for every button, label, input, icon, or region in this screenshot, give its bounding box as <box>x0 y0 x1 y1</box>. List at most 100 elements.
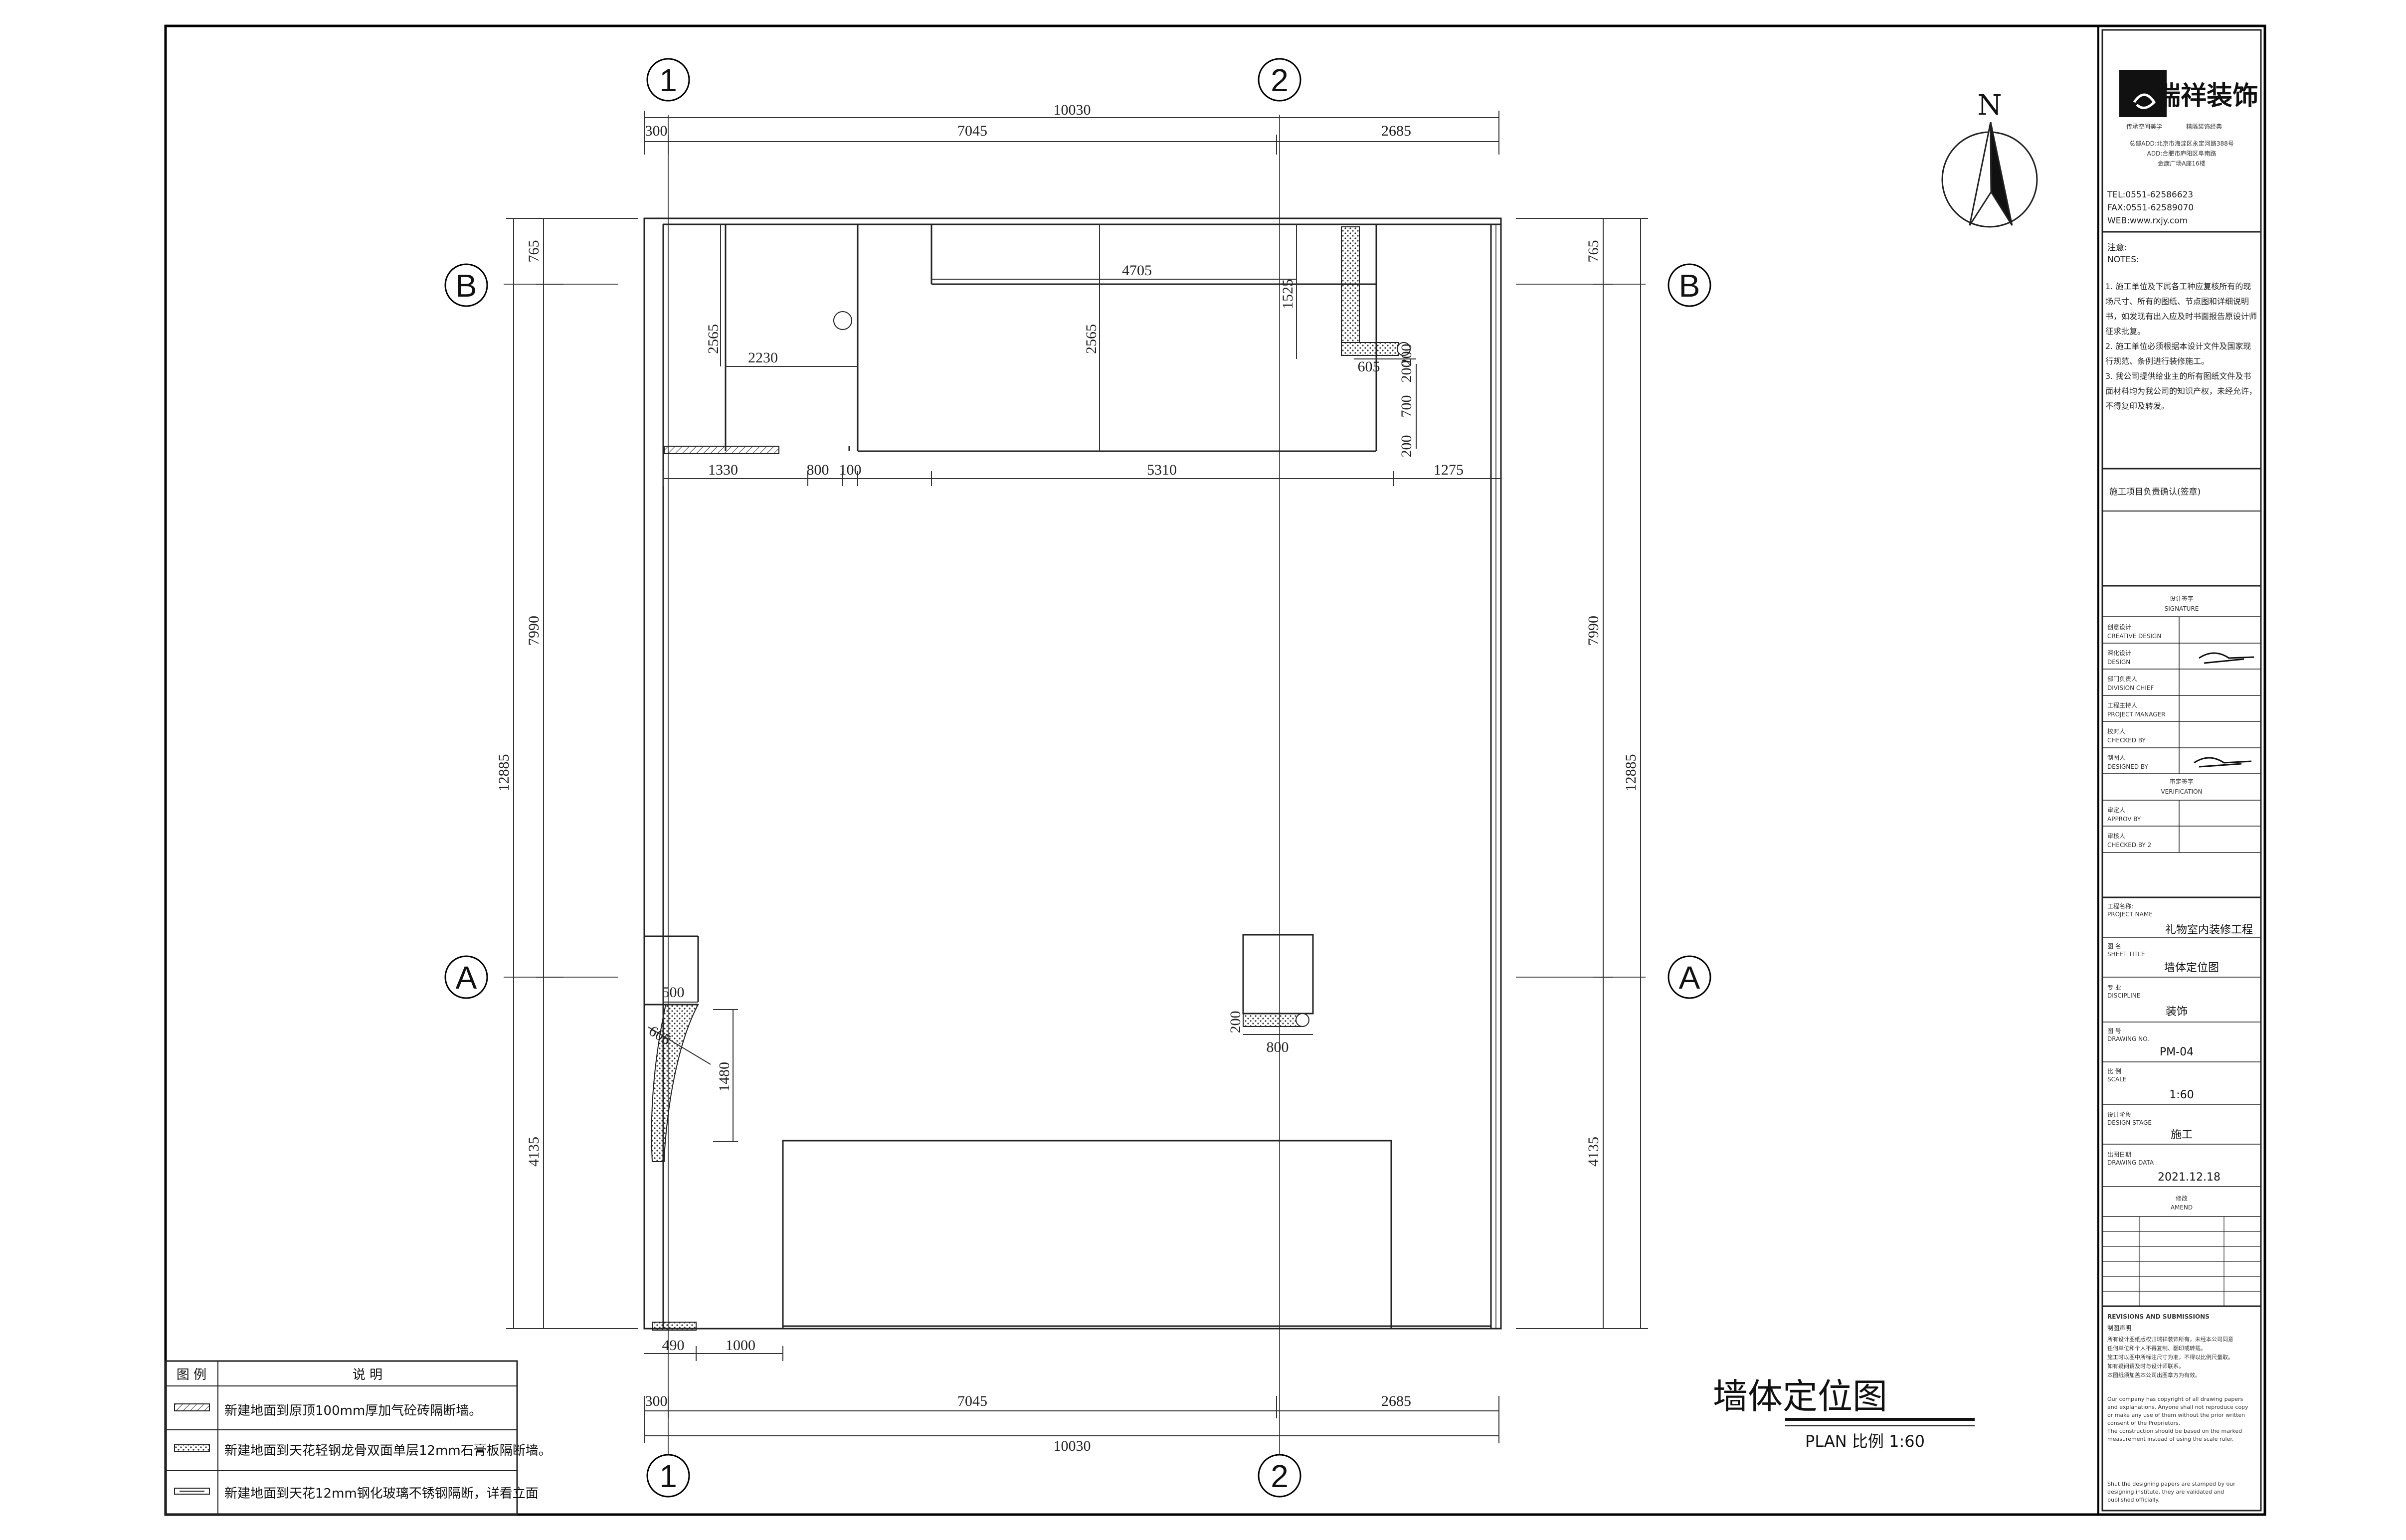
disc-en: DISCIPLINE <box>2107 992 2140 999</box>
dim-in-800: 800 <box>807 462 829 478</box>
r8-en: CHECKED BY 2 <box>2107 842 2151 849</box>
drawing-title-main: 墙体定位图 <box>1713 1376 1887 1417</box>
dim-in-100: 100 <box>839 462 862 478</box>
leader-line <box>648 1027 711 1065</box>
dim-in-800b: 800 <box>1267 1039 1289 1055</box>
sig-en: SIGNATURE <box>2165 605 2199 612</box>
confirm-label: 施工项目负责确认(签章) <box>2109 487 2201 497</box>
bottom-counter <box>782 1140 1491 1329</box>
signature-table <box>2102 616 2261 853</box>
dim-in-5310: 5310 <box>1147 462 1177 478</box>
ver-en: VERIFICATION <box>2161 788 2202 795</box>
dim-in-500: 500 <box>662 984 685 1001</box>
r7-en: APPROV BY <box>2107 816 2141 823</box>
scale-en: SCALE <box>2107 1076 2126 1083</box>
axis-grid <box>504 115 1646 1466</box>
dwg-val: PM-04 <box>2160 1046 2194 1058</box>
logo-sub2: 精雕装饰经典 <box>2186 123 2222 130</box>
top-rooms <box>725 224 1377 452</box>
logo-swirl-icon <box>2133 93 2156 109</box>
gypsum-wall-top-right <box>1341 226 1411 356</box>
dim-left-4135: 4135 <box>526 1137 542 1167</box>
axis-label: 2 <box>1271 62 1289 98</box>
note-3: 3. 我公司提供给业主的所有图纸文件及书面材料均为我公司的知识产权，未经允许，不… <box>2105 371 2257 411</box>
dim-in-200c: 200 <box>1398 435 1415 458</box>
axis-bubble-2-top: 2 <box>1258 58 1301 102</box>
axis-label: A <box>1679 960 1700 996</box>
r2-en: DESIGN <box>2107 659 2130 666</box>
signature-mark-2 <box>2194 757 2252 768</box>
logo-sub1: 传承空间美学 <box>2126 123 2162 130</box>
rev-title: REVISIONS AND SUBMISSIONS <box>2107 1313 2210 1320</box>
amend-grid <box>2102 1216 2261 1306</box>
scale-cn: 比 例 <box>2107 1068 2121 1075</box>
rev-l1: 所有设计图纸版权归瑞祥装饰所有，未经本公司同意 <box>2107 1336 2233 1343</box>
rev-e7: Shut the designing papers are stamped by… <box>2107 1481 2235 1487</box>
dim-in-2565a: 2565 <box>705 324 722 354</box>
date-val: 2021.12.18 <box>2158 1171 2221 1184</box>
rev-e5: The construction should be based on the … <box>2107 1428 2242 1434</box>
disc-cn: 专 业 <box>2107 984 2121 991</box>
dim-left-7990: 7990 <box>526 616 542 646</box>
legend-hatch-icon <box>174 1403 210 1411</box>
stage-val: 施工 <box>2171 1129 2193 1141</box>
aerated-concrete-wall <box>664 446 779 454</box>
fax: FAX:0551-62589070 <box>2107 203 2194 213</box>
r6-en: DESIGNED BY <box>2107 763 2148 770</box>
axis-label: B <box>1679 268 1700 304</box>
dim-in-200d: 200 <box>1227 1011 1244 1033</box>
dim-in-1525: 1525 <box>1280 279 1296 309</box>
gypsum-wall-left-curve <box>651 1004 699 1162</box>
center-column-box <box>1242 934 1314 1035</box>
disc-val: 装饰 <box>2166 1006 2188 1018</box>
rev-e4: consent of the Proprietors. <box>2107 1420 2180 1426</box>
r8-cn: 审核人 <box>2107 832 2125 840</box>
dim-left-12885: 12885 <box>496 754 512 792</box>
r3-en: DIVISION CHIEF <box>2107 684 2154 691</box>
rev-e2: and explanations. Anyone shall not repro… <box>2107 1404 2248 1410</box>
r1-en: CREATIVE DESIGN <box>2107 633 2161 640</box>
dim-right-7990: 7990 <box>1585 616 1602 646</box>
dim-in-200b: 200 <box>1398 360 1415 383</box>
r6-cn: 制图人 <box>2107 754 2125 761</box>
axis-label: A <box>456 960 477 996</box>
legend-row2: 新建地面到天花轻钢龙骨双面单层12mm石膏板隔断墙。 <box>224 1443 552 1458</box>
dim-bot-7045: 7045 <box>957 1393 987 1409</box>
r4-cn: 工程主持人 <box>2107 701 2137 709</box>
r5-cn: 校对人 <box>2107 727 2125 735</box>
dim-top-total: 10030 <box>1054 102 1091 118</box>
tel: TEL:0551-62586623 <box>2107 190 2193 200</box>
date-en: DRAWING DATA <box>2107 1159 2154 1166</box>
addr3: 金康广场A座16楼 <box>2158 160 2205 167</box>
amend-cn: 修改 <box>2176 1195 2188 1202</box>
dim-top-300: 300 <box>645 123 668 139</box>
addr2: ADD:合肥市庐阳区阜南路 <box>2147 150 2217 157</box>
r4-en: PROJECT MANAGER <box>2107 711 2165 718</box>
sheet-en: SHEET TITLE <box>2107 951 2145 958</box>
axis-bubble-A-right: A <box>1667 955 1711 999</box>
dim-in-1000: 1000 <box>726 1337 755 1354</box>
axis-label: B <box>456 268 477 304</box>
outer-frame <box>164 24 2266 1516</box>
proj-val: 礼物室内装修工程 <box>2165 924 2253 936</box>
dim-right-12885: 12885 <box>1623 754 1639 792</box>
dim-top-2685: 2685 <box>1381 123 1411 139</box>
dim-in-1330: 1330 <box>708 462 738 478</box>
bottom-left-dimension-lines <box>644 1346 783 1361</box>
north-label: N <box>1978 89 2002 122</box>
axis-bubble-1-top: 1 <box>646 58 690 102</box>
dim-top-7045: 7045 <box>957 123 987 139</box>
drawing-title: 墙体定位图 PLAN 比例 1:60 <box>1713 1376 1975 1451</box>
rev-e1: Our company has copyright of all drawing… <box>2107 1396 2243 1402</box>
r5-en: CHECKED BY <box>2107 737 2146 744</box>
amend-en: AMEND <box>2171 1204 2193 1211</box>
dwg-cn: 图 号 <box>2107 1027 2121 1034</box>
stage-en: DESIGN STAGE <box>2107 1119 2152 1126</box>
axis-bubble-A-left: A <box>444 955 488 999</box>
axis-bubble-2-bottom: 2 <box>1258 1454 1301 1498</box>
addr1: 总部ADD:北京市海淀区永定河路388号 <box>2129 140 2234 147</box>
sheet-cn: 图 名 <box>2107 942 2121 950</box>
top-area-dimension-lines <box>663 224 1501 486</box>
